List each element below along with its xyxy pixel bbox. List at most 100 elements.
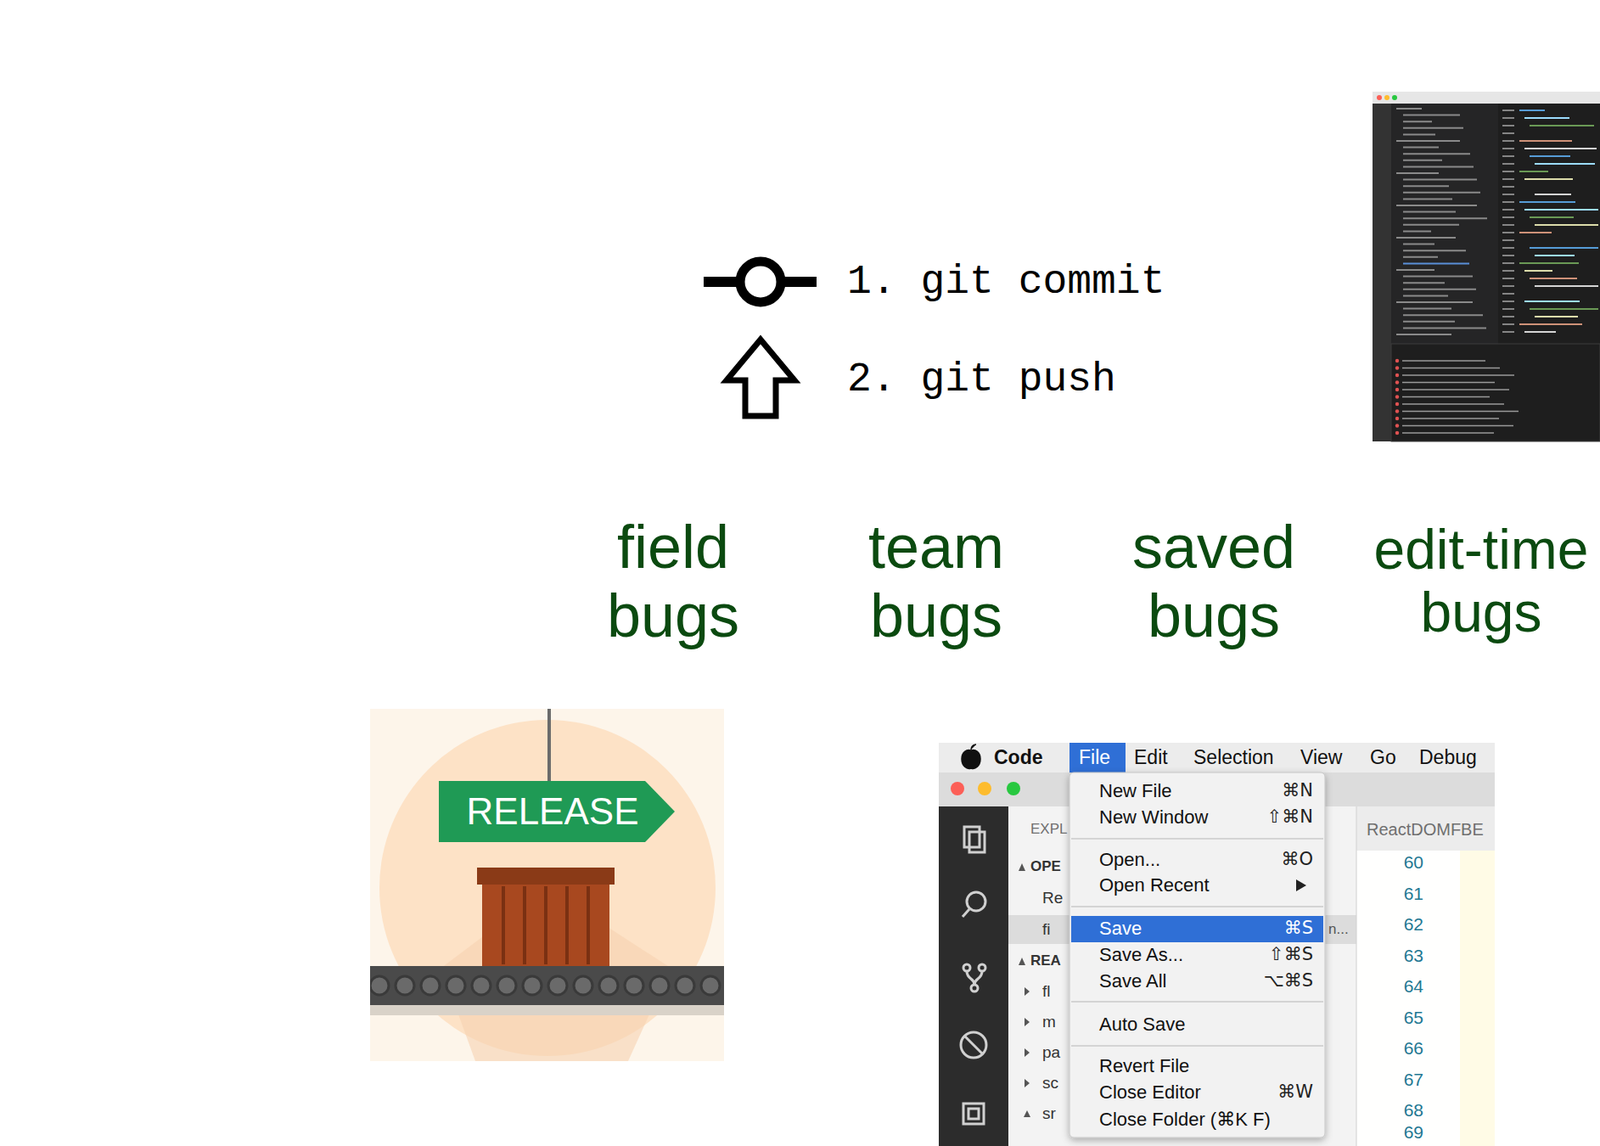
code-lines-part (1502, 262, 1515, 264)
code-lines-part (1534, 315, 1578, 318)
band-label: team bugs (868, 512, 1005, 650)
code-lines-part (1502, 285, 1515, 287)
code-lines-part (1402, 388, 1510, 391)
code-lines-part (1502, 140, 1515, 142)
vscode-screenshot-part (1069, 742, 1126, 773)
vscode-screenshot-part-part (968, 1108, 979, 1119)
menu-item: New File (1099, 780, 1173, 802)
conveyor-rollers-part (446, 976, 466, 995)
code-lines-part (1403, 217, 1488, 219)
line-number: 65 (1403, 1007, 1424, 1028)
code-lines-part (1403, 256, 1438, 259)
release-illustration-part (503, 886, 589, 965)
vscode-screenshot-part-part (1024, 1048, 1030, 1057)
conveyor-rollers-part (650, 976, 669, 995)
release-illustration-part (370, 1004, 725, 1016)
conveyor-rollers-part (421, 976, 440, 995)
release-illustration-part (477, 867, 615, 885)
code-lines-part (1502, 132, 1515, 135)
editor-screenshot-small-part (1391, 343, 1600, 442)
code-lines-part (1403, 146, 1439, 149)
code-lines-part (1395, 416, 1399, 421)
vscode-screenshot-part (938, 742, 1495, 773)
git-steps-box (690, 233, 1186, 442)
vscode-screenshot-part-part (1071, 1044, 1324, 1047)
git-steps-box-part (740, 261, 781, 303)
vscode-screenshot-part-part (966, 892, 986, 911)
code-lines (1395, 108, 1599, 435)
release-illustration-part-part (565, 886, 569, 965)
code-lines-part (1519, 323, 1583, 326)
code-lines-part (1395, 409, 1399, 413)
code-lines-part (1502, 254, 1515, 257)
menu-item: Save (1099, 918, 1142, 939)
line-number: 67 (1403, 1069, 1424, 1090)
vscode-screenshot-part-part (964, 826, 980, 848)
code-lines-part (1396, 269, 1435, 271)
vscode-screenshot-part (1008, 915, 1359, 944)
code-lines-part (1502, 109, 1515, 112)
code-lines-part (1403, 275, 1473, 278)
vscode-screenshot (938, 742, 1495, 1146)
line-number: 62 (1403, 914, 1424, 934)
vscode-screenshot-part-part (963, 964, 971, 972)
editor-tab: ReactDOMFBE (1366, 819, 1484, 839)
code-lines-part (1502, 231, 1515, 234)
code-lines-part (1402, 417, 1499, 420)
vscode-screenshot-part (1071, 915, 1324, 943)
code-lines-part (1524, 178, 1573, 180)
editor-screenshot-small-part (1392, 95, 1398, 101)
vscode-screenshot-part-part (971, 984, 978, 992)
explorer-file: Re (1042, 889, 1063, 908)
ellipse-fill (15, 1, 1600, 1136)
menu-shortcut: ⌘O (1280, 849, 1314, 870)
line-number: 69 (1403, 1122, 1424, 1142)
explorer-folder: pa (1042, 1044, 1061, 1062)
vscode-screenshot-part-part (960, 1032, 987, 1058)
vscode-screenshot-part (1356, 850, 1495, 1146)
vscode-screenshot-part (1071, 838, 1324, 1046)
release-sign-text: RELEASE (466, 791, 640, 832)
code-lines-part (1403, 185, 1449, 187)
field-band: field bugs (193, 315, 827, 781)
code-lines-part (1502, 323, 1515, 326)
vscode-screenshot-part-part (1024, 987, 1030, 996)
code-lines-part (1395, 373, 1399, 377)
code-lines-part (1502, 239, 1515, 242)
git-steps-box-part (690, 233, 1186, 442)
code-lines-part (1524, 331, 1556, 333)
ellipse-fill (193, 315, 827, 781)
band-label: edit-time bugs (1373, 518, 1589, 645)
code-lines-part (1395, 402, 1399, 406)
code-lines-part (1403, 314, 1483, 316)
code-lines-part (1502, 193, 1515, 196)
code-lines-part (1403, 159, 1443, 162)
edit-time-band: edit-time bugs saved bugs team bugs field b… (15, 1, 1600, 1136)
vscode-screenshot-part-part (966, 971, 983, 985)
code-lines-part (1502, 208, 1515, 211)
code-lines-part (1395, 359, 1399, 363)
code-lines-part (1403, 197, 1453, 200)
menubar-item: Debug (1419, 746, 1477, 769)
band-label: saved bugs (1132, 512, 1296, 650)
line-number: 66 (1403, 1038, 1424, 1058)
vscode-screenshot-part (938, 742, 1495, 1146)
code-lines-part (1403, 281, 1445, 284)
code-lines-part (1529, 124, 1595, 127)
conveyor-rollers-part (675, 976, 695, 995)
code-lines-part (1396, 204, 1477, 207)
code-lines-part (1396, 140, 1460, 142)
editor-screenshot-small (1372, 91, 1600, 442)
menu-shortcut: ⌘W (1277, 1082, 1314, 1102)
code-lines-part (1403, 127, 1464, 130)
explorer-folder: m (1042, 1013, 1056, 1032)
band-label: field bugs (606, 512, 740, 650)
code-lines-part (1403, 294, 1449, 297)
code-lines-part (1502, 162, 1515, 165)
line-number: 64 (1403, 976, 1424, 996)
vscode-screenshot-part (1069, 772, 1325, 1138)
vscode-screenshot-part (1459, 850, 1495, 1146)
vscode-screenshot-part-part (962, 909, 970, 917)
code-lines-part (1395, 394, 1399, 399)
